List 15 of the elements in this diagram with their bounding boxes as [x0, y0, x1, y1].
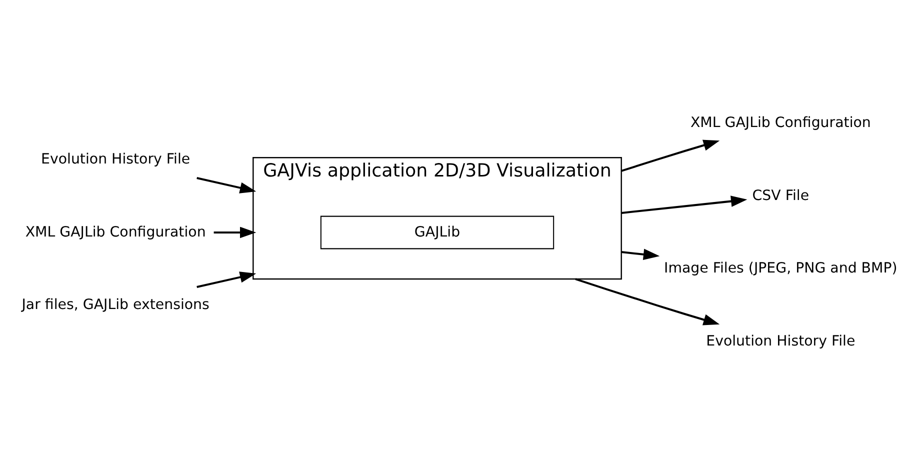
node-text: Evolution History File — [706, 333, 856, 350]
node-text: XML GAJLib Configuration — [25, 224, 206, 240]
node-text: Evolution History File — [41, 151, 190, 168]
node-text: Jar files, GAJLib extensions — [22, 297, 210, 314]
arrow — [214, 226, 256, 238]
arrow — [621, 196, 748, 214]
arrow — [196, 176, 256, 194]
node-text: CSV File — [752, 188, 810, 204]
node-text: Image Files (JPEG, PNG and BMP) — [664, 260, 898, 277]
arrow — [196, 272, 256, 288]
node-box: GAJLib — [320, 216, 554, 250]
arrow — [575, 278, 720, 326]
arrow — [621, 140, 720, 172]
arrow — [621, 248, 660, 260]
node-text: XML GAJLib Configuration — [690, 114, 871, 131]
